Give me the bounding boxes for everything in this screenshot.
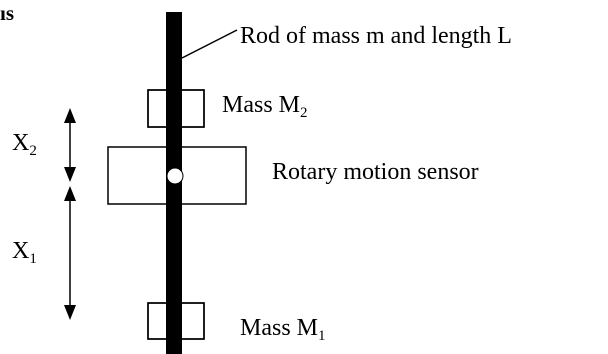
rod-through-m2	[166, 90, 182, 127]
x2-label: X2	[12, 130, 37, 159]
rod-through-m1	[166, 303, 182, 339]
sensor-label: Rotary motion sensor	[272, 159, 479, 185]
mass-m2-label: Mass M2	[222, 92, 308, 121]
x2-dimension-arrow	[64, 108, 76, 182]
mass-m1-label: Mass M1	[240, 315, 326, 344]
x1-label: X1	[12, 238, 37, 267]
rod-leader-line	[181, 29, 238, 59]
rod-label: Rod of mass m and length L	[240, 23, 512, 49]
x1-dimension-arrow	[64, 186, 76, 320]
pivot-point	[166, 167, 184, 185]
heading-fragment: ıs	[0, 1, 14, 25]
